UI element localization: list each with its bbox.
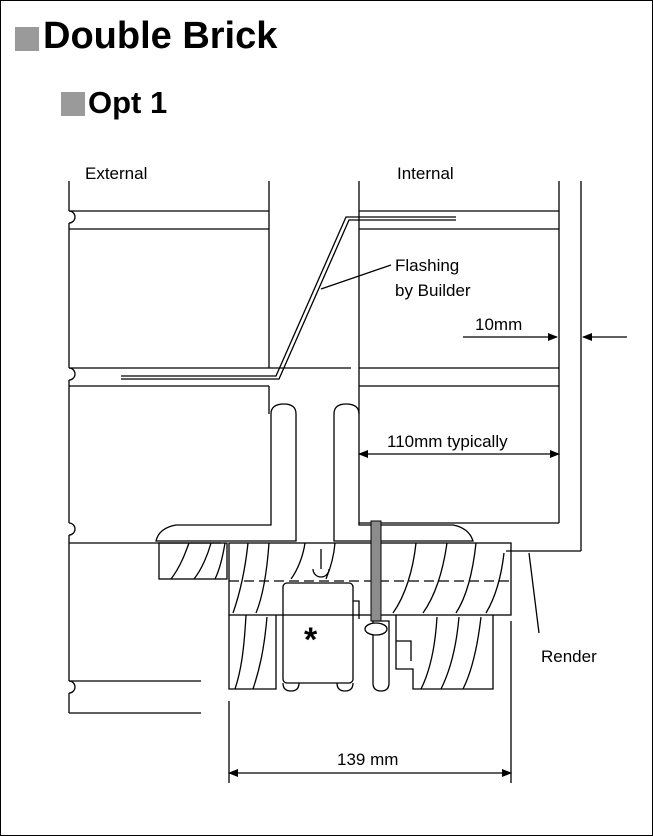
external-label: External	[85, 164, 147, 183]
external-timber-sill	[158, 542, 228, 580]
heading-bullet-icon	[15, 26, 39, 51]
page-title: Double Brick	[43, 15, 278, 57]
flashing-label-line1: Flashing	[395, 256, 459, 275]
flashing-leader-line	[320, 264, 392, 290]
aluminium-sash-section	[282, 582, 412, 692]
internal-label: Internal	[397, 164, 454, 183]
subheading-bullet-icon	[61, 92, 85, 116]
external-sill-flashing	[155, 403, 297, 542]
render-label: Render	[541, 647, 597, 666]
gap-label: 10mm	[475, 315, 522, 334]
internal-brick-wall	[358, 181, 582, 552]
page-subtitle: Opt 1	[88, 85, 168, 120]
frame-width-label: 139 mm	[337, 750, 398, 769]
fixing-screw-icon	[364, 520, 388, 636]
flashing-label-line2: by Builder	[395, 281, 471, 300]
lower-timber-sill	[228, 614, 494, 690]
wall-width-label: 110mm typically	[387, 432, 508, 451]
subheading-row: Opt 1	[61, 85, 167, 121]
timber-frame	[228, 542, 512, 616]
asterisk-marker: *	[304, 621, 318, 659]
external-brick-wall	[68, 181, 351, 714]
heading-row: Double Brick	[15, 15, 277, 58]
render-leader-line	[528, 552, 540, 634]
flashing-membrane	[121, 216, 456, 380]
internal-sill-flashing	[333, 403, 474, 542]
